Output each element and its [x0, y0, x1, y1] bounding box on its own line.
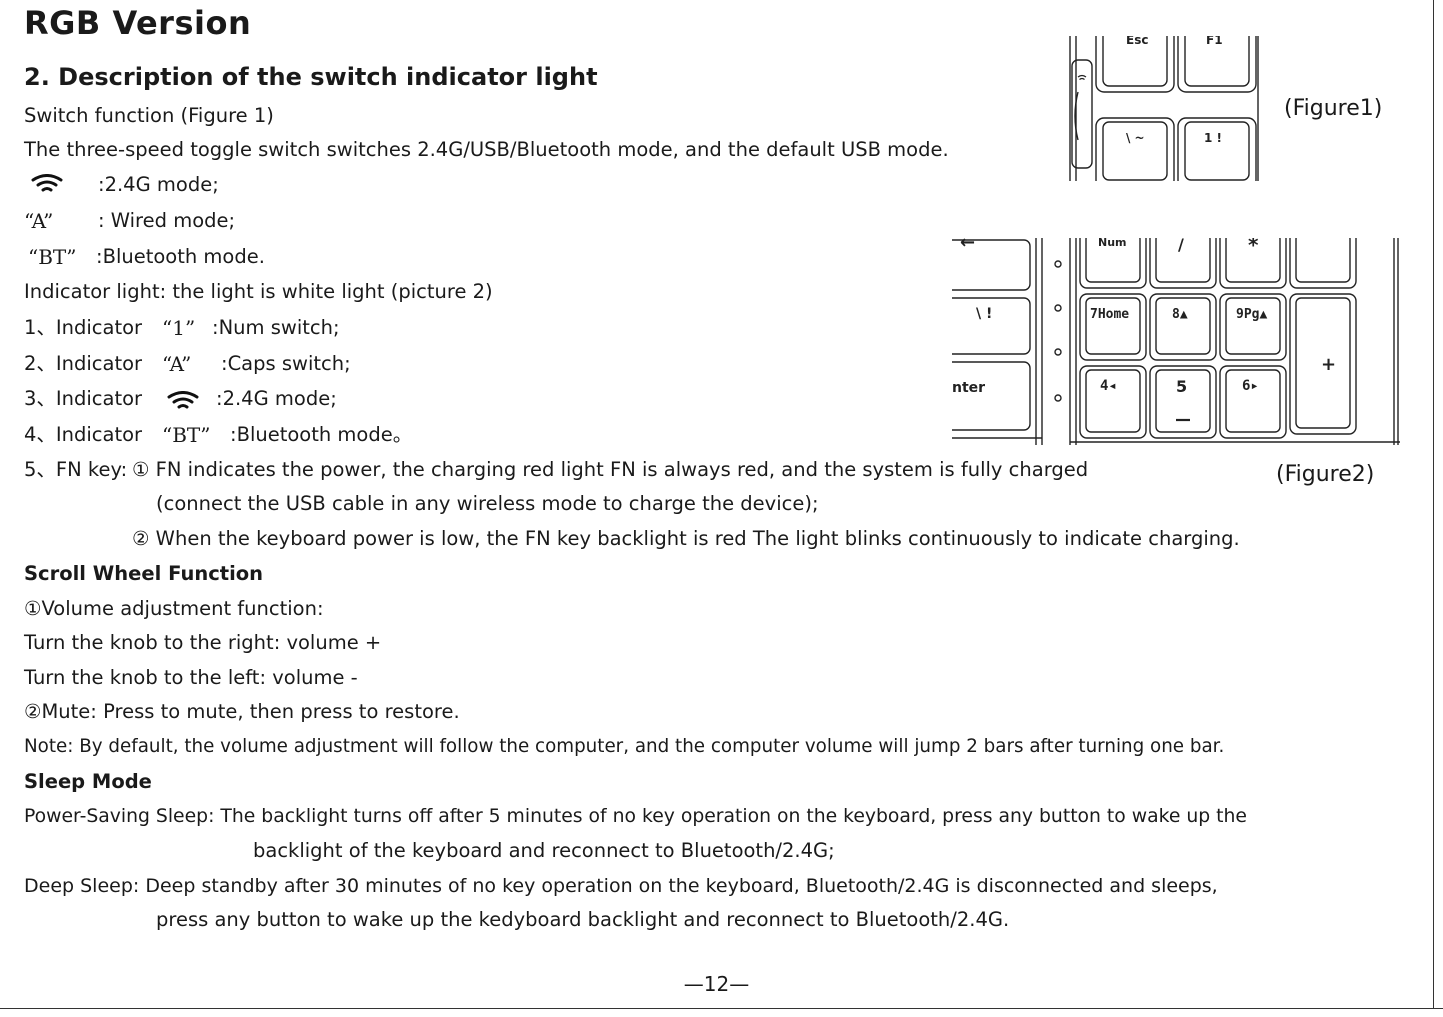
indicator-prefix: 4、Indicator [24, 423, 143, 446]
indicator-text: :Num switch; [212, 316, 340, 339]
key-label: 4◂ [1100, 378, 1117, 394]
indicator-line-bluetooth: 4、Indicator “BT” :Bluetooth mode。 [24, 422, 412, 448]
fn-key-item1: ① FN indicates the power, the charging r… [132, 458, 1089, 481]
indicator-text: :Caps switch; [221, 352, 351, 375]
indicator-prefix: 1、Indicator [24, 316, 143, 339]
key-label: + [1321, 354, 1336, 375]
switch-function-line: Switch function (Figure 1) [24, 104, 274, 127]
scroll-heading: Scroll Wheel Function [24, 562, 264, 585]
mode-label: “BT” [28, 245, 77, 269]
figure2-keyboard-illustration: ← \ ! nter Num / * 7Home 8▲ 9Pg▲ + 4◂ 5 … [952, 238, 1400, 445]
key-label: ← [960, 238, 975, 253]
mode-line-wifi: :2.4G mode; [30, 172, 219, 199]
fn-key-item2: ② When the keyboard power is low, the FN… [132, 527, 1240, 550]
key-label: F1 [1206, 36, 1223, 47]
indicator-text: :2.4G mode; [216, 387, 337, 410]
key-label: nter [952, 380, 985, 396]
key-label: 1 ! [1204, 131, 1222, 145]
mode-text: :2.4G mode; [98, 173, 219, 196]
indicator-line-caps: 2、Indicator “A” :Caps switch; [24, 351, 351, 377]
key-label: 9Pg▲ [1236, 307, 1267, 322]
scroll-note: Note: By default, the volume adjustment … [24, 736, 1225, 757]
wifi-icon [166, 390, 200, 416]
mode-line-bluetooth: “BT” :Bluetooth mode. [28, 244, 265, 271]
indicator-prefix: 3、Indicator [24, 387, 143, 410]
indicator-label: “A” [162, 352, 192, 376]
mode-label: “A” [24, 209, 54, 233]
sleep-power-saving: Power-Saving Sleep: The backlight turns … [24, 806, 1247, 827]
mode-line-wired: “A” : Wired mode; [24, 208, 235, 235]
sleep-power-saving-cont: backlight of the keyboard and reconnect … [253, 839, 835, 862]
figure2-caption: (Figure2) [1276, 462, 1375, 487]
key-label: 7Home [1090, 307, 1129, 322]
sleep-deep-cont: press any button to wake up the kedyboar… [156, 908, 1010, 931]
indicator-line-num: 1、Indicator “1” :Num switch; [24, 315, 340, 341]
figure1-keyboard-illustration: Esc F1 \ ~ 1 ! [1069, 36, 1259, 181]
fn-key-line: 5、FN key: ① FN indicates the power, the … [24, 457, 1088, 483]
key-label: 8▲ [1172, 307, 1188, 322]
wifi-icon [30, 173, 64, 199]
key-label: Esc [1126, 36, 1148, 47]
key-label: \ ~ [1126, 131, 1145, 145]
sleep-heading: Sleep Mode [24, 770, 152, 793]
section-heading: 2. Description of the switch indicator l… [24, 63, 598, 91]
indicator-label: “1” [162, 316, 196, 340]
page-title: RGB Version [24, 4, 252, 42]
page-number: —12— [683, 972, 750, 996]
key-label: \ ! [976, 306, 992, 322]
page-edge-bottom [0, 1008, 1443, 1009]
indicator-text: :Bluetooth mode。 [230, 423, 413, 446]
key-label: / [1178, 238, 1184, 254]
mode-text: : Wired mode; [98, 209, 236, 232]
scroll-left: Turn the knob to the left: volume - [24, 666, 358, 689]
toggle-description: The three-speed toggle switch switches 2… [24, 138, 949, 161]
indicator-prefix: 2、Indicator [24, 352, 143, 375]
scroll-mute: ②Mute: Press to mute, then press to rest… [24, 700, 460, 723]
indicator-label: “BT” [162, 423, 211, 447]
scroll-volume: ①Volume adjustment function: [24, 597, 324, 620]
sleep-deep: Deep Sleep: Deep standby after 30 minute… [24, 875, 1218, 897]
key-label: Num [1098, 238, 1127, 249]
key-label: * [1248, 238, 1259, 257]
scroll-right: Turn the knob to the right: volume + [24, 631, 382, 654]
indicator-light-line: Indicator light: the light is white ligh… [24, 280, 493, 303]
fn-key-item1-cont: (connect the USB cable in any wireless m… [156, 492, 819, 515]
mode-text: :Bluetooth mode. [96, 245, 265, 268]
wifi-icon [1077, 74, 1087, 80]
indicator-line-wifi: 3、Indicator :2.4G mode; [24, 386, 337, 412]
figure1-caption: (Figure1) [1284, 96, 1383, 121]
key-label: 5 [1176, 377, 1187, 396]
key-label: 6▸ [1242, 378, 1259, 394]
page-edge-right [1433, 0, 1434, 1008]
fn-key-prefix: 5、FN key: [24, 458, 128, 481]
